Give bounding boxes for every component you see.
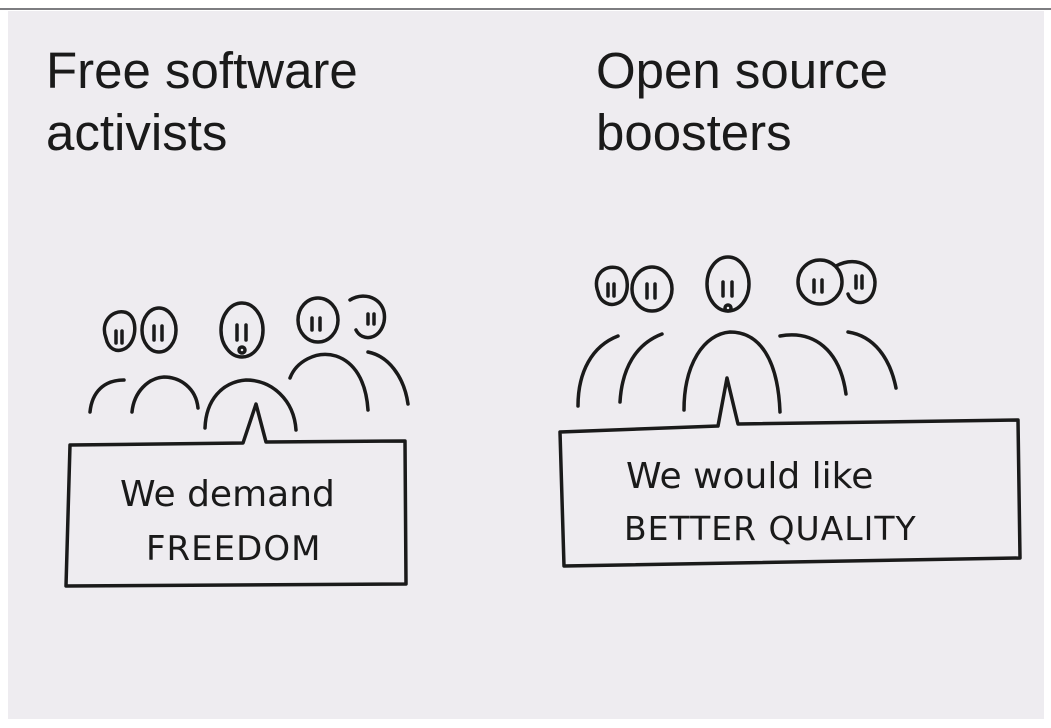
person-left-5: [348, 294, 410, 406]
heading-open-source-boosters: Open source boosters: [596, 40, 888, 164]
heading-right-line1: Open source: [596, 42, 889, 99]
sign-right-line2: BETTER QUALITY: [624, 509, 917, 548]
sign-left-board: [64, 402, 408, 588]
sign-left-line1: We demand: [120, 474, 335, 515]
heading-left-line2: activists: [46, 104, 228, 161]
sign-right-line1: We would like: [626, 456, 873, 497]
person-left-4: [288, 296, 370, 412]
top-border: [0, 0, 1051, 10]
sign-left-text: We demand FREEDOM: [120, 474, 335, 569]
sign-right-text: We would like BETTER QUALITY: [624, 456, 917, 548]
sign-left-line2: FREEDOM: [146, 529, 321, 569]
heading-left-line1: Free software: [46, 42, 358, 99]
right-crowd: [558, 255, 1022, 568]
sign-right-board: [558, 376, 1022, 568]
person-right-1: [576, 265, 629, 408]
person-left-1: [88, 310, 137, 414]
person-left-3-speaker: [203, 301, 298, 432]
cartoon-panel: [8, 11, 1044, 719]
person-right-2: [618, 265, 674, 404]
left-crowd: [64, 294, 410, 588]
person-right-4: [778, 258, 848, 396]
person-right-5: [834, 259, 898, 390]
person-left-2: [130, 306, 200, 414]
heading-free-software-activists: Free software activists: [46, 40, 358, 164]
person-right-3-speaker: [682, 255, 782, 414]
heading-right-line2: boosters: [596, 104, 792, 161]
